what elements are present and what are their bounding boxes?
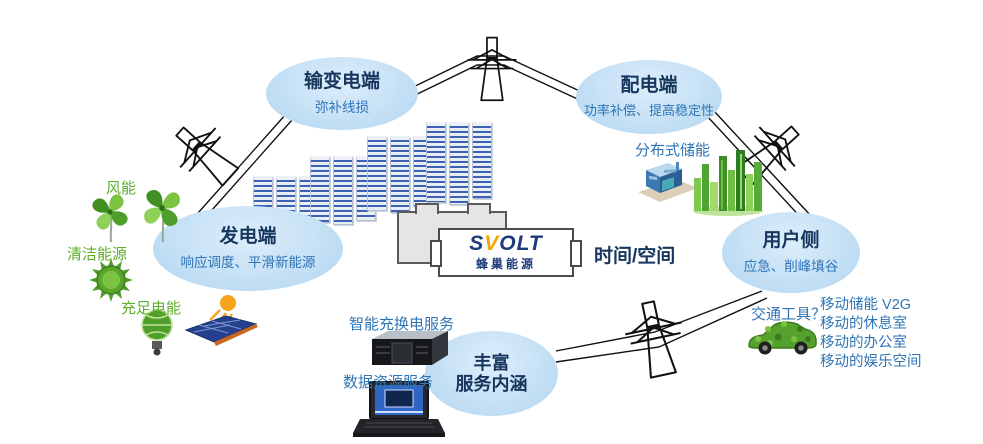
battery-rack-icon: [426, 122, 492, 205]
charging-station-icon: [372, 331, 448, 365]
node-subtitle: 弥补线损: [315, 100, 369, 116]
laptop-icon: [353, 381, 445, 437]
node-title: 用户侧: [762, 229, 820, 251]
clean-energy-label: 清洁能源: [67, 246, 128, 263]
node-subtitle: 响应调度、平滑新能源: [180, 255, 316, 271]
mobility-item: 移动的休息室: [820, 316, 907, 332]
green-globe-bulb-icon: [141, 309, 173, 356]
cell-tab-icon: [570, 240, 582, 267]
green-car-icon: [748, 321, 817, 355]
smart-charging-label: 智能充换电服务: [349, 316, 455, 333]
time-space-label: 时间/空间: [594, 246, 676, 267]
storage-plant-icon: [638, 162, 698, 202]
node-title: 丰富: [473, 352, 510, 373]
distributed-storage-label: 分布式储能: [635, 142, 711, 159]
mobility-use-list: 移动储能 V2G 移动的休息室 移动的办公室 移动的娱乐空间: [820, 296, 922, 372]
node-title: 发电端: [219, 225, 277, 247]
node-subtitle: 功率补偿、提高稳定性: [583, 103, 714, 119]
node-title: 输变电端: [303, 70, 380, 92]
node-user-side: 用户侧 应急、削峰填谷: [722, 212, 860, 293]
ample-power-label: 充足电能: [121, 300, 182, 317]
node-title: 服务内涵: [455, 373, 528, 394]
transmission-tower-icon: [618, 295, 693, 382]
mobility-item: 移动储能 V2G: [820, 297, 912, 313]
node-transmission: 输变电端 弥补线损: [266, 57, 418, 130]
svolt-logo-cn: 蜂巢能源: [475, 257, 536, 271]
solar-panel-icon: [184, 295, 258, 346]
svolt-logo: SVOLT: [469, 232, 543, 255]
svolt-battery-cell: SVOLT 蜂巢能源: [430, 228, 582, 277]
cell-tab-icon: [430, 240, 442, 267]
node-distribution: 配电端 功率补偿、提高稳定性: [576, 60, 722, 134]
battery-terminal-icon: [415, 203, 439, 214]
clean-energy-sun-icon: [89, 258, 133, 302]
node-generation: 发电端 响应调度、平滑新能源: [153, 206, 343, 291]
node-title: 配电端: [620, 74, 678, 96]
mobility-item: 移动的办公室: [820, 335, 907, 351]
battery-terminal-icon: [467, 203, 491, 214]
transmission-tower-icon: [466, 36, 518, 102]
wind-energy-label: 风能: [106, 180, 137, 197]
data-service-label: 数据资源服务: [343, 374, 434, 391]
mobility-item: 移动的娱乐空间: [820, 354, 922, 370]
transport-label: 交通工具？: [751, 306, 827, 323]
node-subtitle: 应急、削峰填谷: [743, 259, 839, 275]
wind-turbine-icon: [92, 190, 180, 243]
green-city-icon: [693, 150, 763, 216]
battery-rack-icon: [367, 136, 433, 213]
